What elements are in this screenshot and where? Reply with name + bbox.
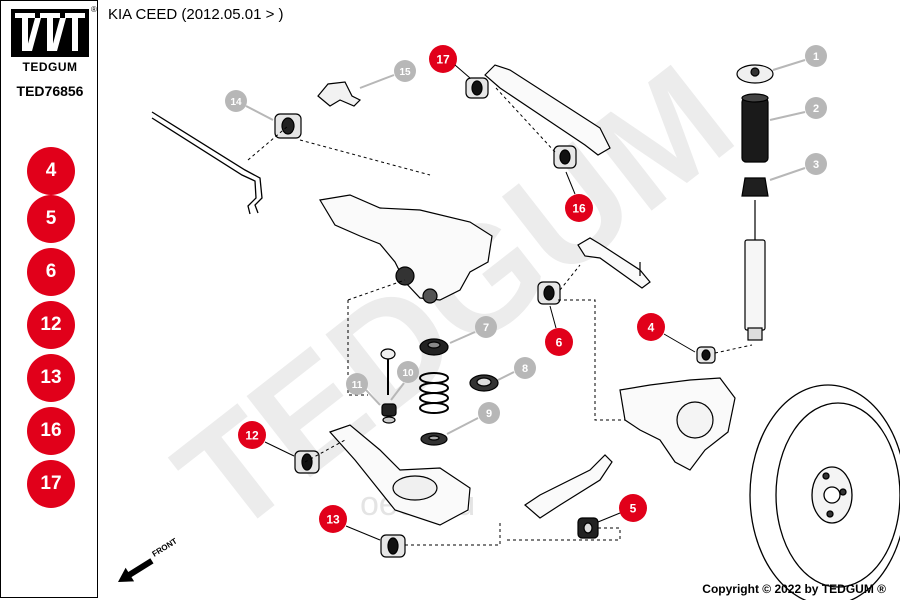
tedgum-logo	[11, 9, 89, 57]
bush-5	[577, 517, 599, 539]
bush-12	[294, 450, 320, 474]
stabilizer-bush	[274, 113, 302, 139]
svg-text:7: 7	[483, 322, 489, 334]
svg-text:5: 5	[630, 502, 637, 516]
callout-7[interactable]: 7	[449, 316, 497, 344]
stabilizer-bar	[151, 111, 263, 215]
sidebar: ® TEDGUM TED76856 4 5 6 12 13 16 17	[0, 0, 98, 598]
strut-mount	[736, 64, 774, 84]
sidebar-badge[interactable]: 16	[27, 407, 75, 455]
wheel-bearing	[469, 374, 499, 392]
svg-text:1: 1	[813, 51, 819, 63]
callout-3[interactable]: 3	[769, 153, 827, 181]
bush-16	[553, 145, 577, 169]
callout-13[interactable]: 13	[319, 505, 381, 541]
trailing-arm	[524, 454, 613, 519]
svg-text:4: 4	[648, 321, 655, 335]
svg-text:10: 10	[402, 368, 414, 379]
svg-text:11: 11	[352, 380, 363, 391]
callout-1[interactable]: 1	[772, 45, 827, 71]
svg-text:17: 17	[436, 53, 450, 67]
red-callouts: 17 16 6 4 12 13 5	[238, 45, 696, 541]
copyright: Copyright © 2022 by TEDGUM ®	[702, 582, 886, 596]
svg-text:13: 13	[326, 513, 340, 527]
lower-arm	[328, 424, 471, 526]
sidebar-badge[interactable]: 12	[27, 301, 75, 349]
dust-boot	[741, 93, 769, 163]
callout-10[interactable]: 10	[390, 361, 419, 401]
bush-6	[537, 281, 561, 305]
spring-upper-seat	[419, 338, 449, 356]
svg-text:14: 14	[230, 97, 242, 108]
callout-17[interactable]: 17	[429, 45, 471, 79]
svg-text:2: 2	[813, 103, 819, 115]
wheel	[749, 384, 900, 600]
callout-11[interactable]: 11	[346, 373, 381, 406]
spring-lower-seat	[420, 432, 448, 446]
part-code: TED76856	[16, 83, 84, 99]
callout-2[interactable]: 2	[769, 97, 827, 121]
page-title: KIA CEED (2012.05.01 > )	[108, 6, 284, 23]
svg-text:3: 3	[813, 159, 819, 171]
callout-6[interactable]: 6	[545, 305, 573, 356]
svg-text:15: 15	[399, 67, 411, 78]
bush-13	[380, 534, 406, 558]
callout-14[interactable]: 14	[225, 90, 274, 121]
toe-link	[577, 237, 651, 289]
svg-text:12: 12	[245, 429, 259, 443]
logo-text: TEDGUM	[22, 60, 78, 74]
coil-spring	[419, 372, 449, 414]
callout-12[interactable]: 12	[238, 421, 295, 457]
stabilizer-link	[380, 348, 396, 395]
shock-absorber	[744, 200, 766, 341]
callout-16[interactable]: 16	[565, 171, 593, 222]
leader-lines	[247, 87, 753, 546]
gray-callouts: 1 2 3 7 8 9 10	[225, 45, 827, 435]
wheel-knuckle	[619, 377, 736, 471]
svg-text:16: 16	[572, 202, 586, 216]
bump-stop	[741, 177, 769, 197]
svg-text:9: 9	[486, 408, 492, 420]
callout-15[interactable]: 15	[359, 60, 416, 89]
bush-4	[696, 346, 716, 364]
sidebar-badge[interactable]: 17	[27, 460, 75, 508]
stabilizer-clamp	[317, 81, 362, 107]
callout-5[interactable]: 5	[597, 494, 647, 523]
sidebar-badge[interactable]: 6	[27, 248, 75, 296]
callout-9[interactable]: 9	[446, 402, 500, 435]
bush-11	[381, 403, 397, 424]
callout-4[interactable]: 4	[637, 313, 696, 353]
sidebar-badge[interactable]: 5	[27, 195, 75, 243]
upper-arm	[484, 64, 611, 156]
svg-text:6: 6	[556, 336, 563, 350]
rear-subframe	[319, 194, 493, 304]
registered-mark: ®	[91, 5, 97, 14]
sidebar-badge[interactable]: 13	[27, 354, 75, 402]
front-arrow-icon: FRONT	[118, 536, 179, 582]
svg-text:8: 8	[522, 363, 528, 375]
front-label: FRONT	[151, 536, 179, 558]
sidebar-badge[interactable]: 4	[27, 147, 75, 195]
bush-17	[465, 77, 489, 99]
callout-8[interactable]: 8	[497, 357, 536, 381]
